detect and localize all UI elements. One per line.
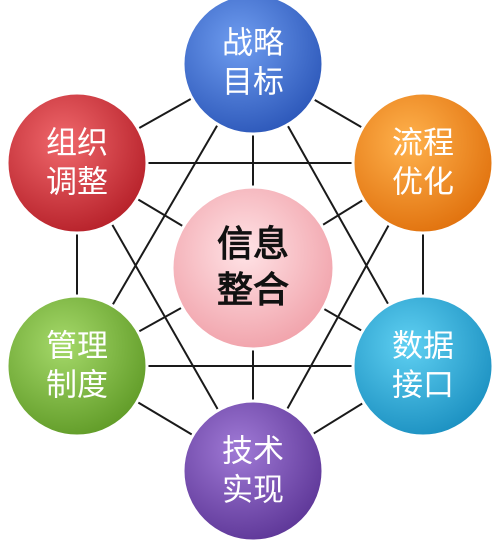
node-strategy-label-line1: 战略 [222,26,284,62]
center-node-label-line1: 信息 [217,224,289,265]
node-strategy: 战略 目标 [181,0,325,136]
node-strategy-label-line2: 目标 [222,65,284,101]
node-process-label-line2: 优化 [392,165,454,201]
node-tech: 技术 实现 [181,399,325,543]
node-organization-label-line2: 调整 [46,165,108,201]
node-tech-label-line2: 实现 [222,473,284,509]
center-node-label-line2: 整合 [217,270,289,311]
node-management-label-line1: 管理 [46,329,108,365]
node-process: 流程 优化 [351,91,495,235]
node-data: 数据 接口 [351,294,495,438]
center-node: 信息 整合 [170,185,336,351]
node-data-label-line2: 接口 [392,368,454,404]
node-tech-label-line1: 技术 [222,434,284,470]
node-organization-label-line1: 组织 [46,126,108,162]
node-organization: 组织 调整 [5,91,149,235]
node-process-label-line1: 流程 [392,126,454,162]
node-management-label-line2: 制度 [46,368,108,404]
node-management: 管理 制度 [5,294,149,438]
node-data-label-line1: 数据 [392,329,454,365]
